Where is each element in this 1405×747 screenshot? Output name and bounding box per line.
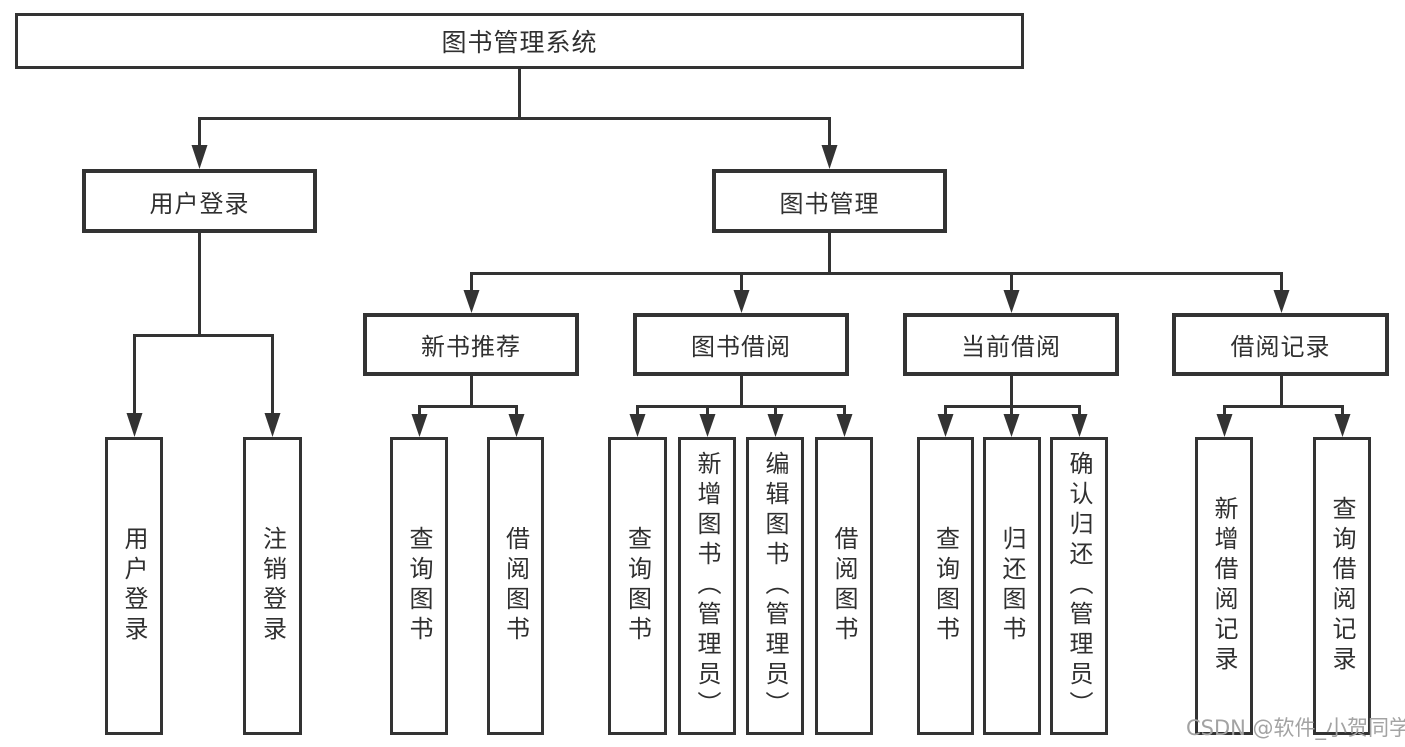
csdn-watermark: CSDN @软件_小贺同学 [1186, 716, 1405, 740]
leaf-query-books-2: 查询图书 [608, 437, 667, 735]
leaf-label: 借阅图书 [830, 526, 858, 646]
leaf-borrow-books-1: 借阅图书 [487, 437, 544, 735]
leaf-label: 查询借阅记录 [1328, 496, 1356, 676]
node-book-borrowing: 图书借阅 [633, 313, 849, 376]
node-label: 图书管理系统 [441, 28, 598, 57]
node-user-login: 用户登录 [82, 169, 317, 233]
node-label: 图书借阅 [691, 333, 791, 361]
leaf-query-books-1: 查询图书 [390, 437, 448, 735]
node-label: 新书推荐 [421, 333, 521, 361]
leaf-label: 用户登录 [120, 526, 148, 646]
leaf-label: 注销登录 [258, 526, 287, 646]
leaf-label: 编辑图书（管理员） [761, 451, 789, 721]
arrowheads [126, 145, 1351, 437]
node-library-management-system: 图书管理系统 [15, 13, 1024, 69]
leaf-return-books: 归还图书 [983, 437, 1041, 735]
node-label: 图书管理 [779, 189, 880, 218]
leaf-edit-books-admin: 编辑图书（管理员） [746, 437, 804, 735]
leaf-add-books-admin: 新增图书（管理员） [678, 437, 736, 735]
node-label: 借阅记录 [1230, 333, 1331, 361]
leaf-logout: 注销登录 [243, 437, 302, 735]
leaf-label: 查询图书 [623, 526, 652, 646]
leaf-label: 查询图书 [405, 526, 433, 646]
node-label: 当前借阅 [961, 333, 1061, 361]
leaf-label: 新增图书（管理员） [693, 451, 721, 721]
leaf-label: 查询图书 [931, 526, 960, 646]
leaf-borrow-books-2: 借阅图书 [815, 437, 873, 735]
leaf-user-login: 用户登录 [105, 437, 163, 735]
node-new-book-recommendation: 新书推荐 [363, 313, 579, 376]
leaf-label: 新增借阅记录 [1210, 496, 1238, 676]
leaf-query-borrow-record: 查询借阅记录 [1313, 437, 1371, 735]
leaf-label: 确认归还（管理员） [1065, 451, 1093, 721]
node-label: 用户登录 [149, 189, 250, 218]
leaf-confirm-return-admin: 确认归还（管理员） [1050, 437, 1108, 735]
leaf-label: 归还图书 [998, 526, 1026, 646]
leaf-add-borrow-record: 新增借阅记录 [1195, 437, 1253, 735]
leaf-label: 借阅图书 [501, 526, 530, 646]
leaf-query-books-3: 查询图书 [917, 437, 974, 735]
node-borrowing-records: 借阅记录 [1172, 313, 1389, 376]
node-book-management: 图书管理 [712, 169, 947, 233]
node-current-borrowing: 当前借阅 [903, 313, 1119, 376]
